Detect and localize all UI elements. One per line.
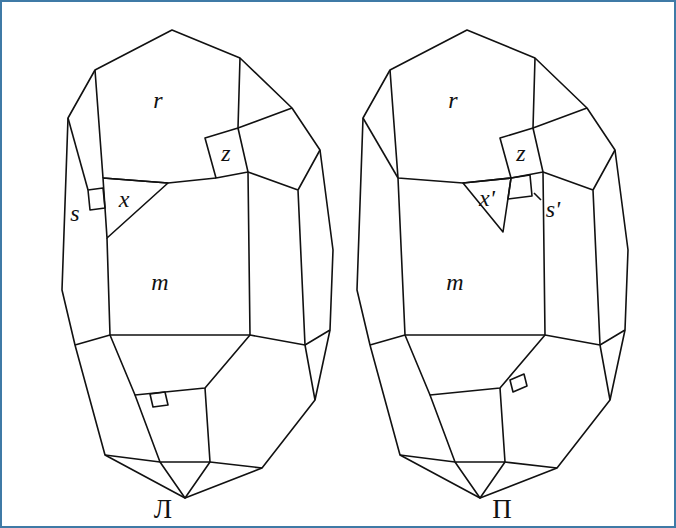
face-label: s	[70, 201, 79, 225]
face-label: r	[153, 88, 162, 112]
face-label: x	[119, 187, 130, 211]
chirality-label: Л	[154, 496, 172, 523]
right-crystal	[357, 30, 628, 498]
face-label: z	[221, 141, 230, 165]
face-label: x'	[479, 186, 495, 210]
face-label: r	[448, 88, 457, 112]
face-label: m	[446, 270, 463, 294]
face-label: m	[151, 270, 168, 294]
face-label: s'	[546, 197, 560, 221]
left-crystal	[62, 30, 333, 498]
face-label: z	[516, 141, 525, 165]
chirality-label: П	[492, 496, 512, 523]
